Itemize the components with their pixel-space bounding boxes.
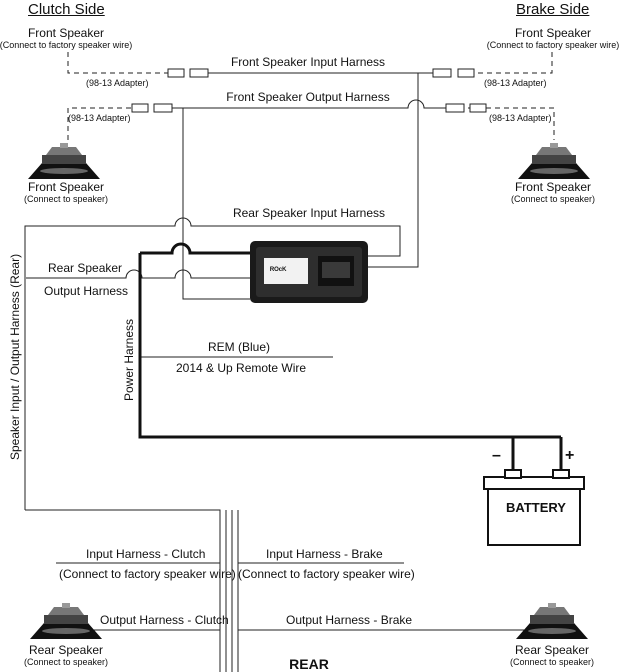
rear-output-harness-label-2: Output Harness	[44, 284, 129, 298]
front-left-speaker-title: Front Speaker	[27, 180, 105, 194]
adapter-left-bottom-b	[153, 103, 173, 113]
rem-label: REM (Blue)	[208, 340, 271, 354]
rear-vertical-harness-label: Speaker Input / Output Harness (Rear)	[8, 253, 22, 460]
brake-side-header: Brake Side	[516, 1, 590, 18]
rear-input-clutch-note: (Connect to factory speaker wire)	[59, 567, 236, 581]
rear-trunk-line-1	[25, 509, 221, 672]
adapter-right-bottom-b	[469, 103, 487, 113]
front-left-input-note: (Connect to factory speaker wire)	[0, 40, 133, 50]
front-right-speaker-title: Front Speaker	[514, 180, 592, 194]
front-input-harness-label: Front Speaker Input Harness	[230, 55, 386, 69]
battery-graphic	[483, 469, 585, 546]
front-left-input-dashed	[67, 52, 168, 74]
adapter-left-top-a	[167, 68, 185, 78]
adapter-right-top-a	[432, 68, 452, 78]
amplifier	[250, 241, 368, 303]
rear-output-harness-line	[26, 269, 250, 279]
rear-header: REAR	[289, 656, 329, 672]
rear-output-brake-label: Output Harness - Brake	[286, 613, 413, 627]
rear-right-speaker-title: Rear Speaker	[514, 643, 590, 657]
front-left-output-dashed	[67, 107, 132, 140]
rear-output-harness-label-1: Rear Speaker	[48, 261, 123, 275]
rear-left-speaker-note: (Connect to speaker)	[23, 657, 109, 667]
rear-input-harness-label: Rear Speaker Input Harness	[232, 206, 386, 220]
front-right-input-title: Front Speaker	[514, 26, 592, 40]
front-input-to-amp	[368, 73, 419, 268]
battery-positive: +	[565, 447, 575, 464]
front-left-adapter-bottom: (98-13 Adapter)	[68, 113, 131, 123]
front-right-speaker-icon	[518, 143, 590, 179]
remote-wire-label: 2014 & Up Remote Wire	[176, 361, 307, 375]
front-left-speaker-icon	[28, 143, 100, 179]
front-right-input-note: (Connect to factory speaker wire)	[486, 40, 620, 50]
amplifier-logo: ᴿᴼᶜᴷ	[270, 265, 287, 275]
rear-input-brake-label: Input Harness - Brake	[266, 547, 383, 561]
front-left-speaker-note: (Connect to speaker)	[23, 194, 109, 204]
rear-left-speaker-icon	[30, 603, 102, 639]
power-harness-label: Power Harness	[122, 318, 136, 401]
adapter-left-top-b	[189, 68, 209, 78]
rear-input-clutch-label: Input Harness - Clutch	[86, 547, 206, 561]
front-left-adapter-top: (98-13 Adapter)	[86, 78, 149, 88]
rear-input-harness-line	[24, 217, 401, 510]
power-harness-top	[140, 242, 250, 255]
power-harness-negative	[138, 253, 515, 475]
rear-right-speaker-note: (Connect to speaker)	[509, 657, 595, 667]
front-right-adapter-top: (98-13 Adapter)	[484, 78, 547, 88]
front-output-to-amp	[182, 108, 250, 300]
battery-negative: –	[492, 447, 501, 464]
front-right-adapter-bottom: (98-13 Adapter)	[489, 113, 552, 123]
adapter-right-bottom-a	[445, 103, 465, 113]
front-right-input-dashed	[460, 52, 553, 74]
front-output-harness-line	[172, 99, 446, 109]
front-left-input-title: Front Speaker	[27, 26, 105, 40]
rear-output-clutch-label: Output Harness - Clutch	[100, 613, 229, 627]
clutch-side-header: Clutch Side	[28, 1, 105, 18]
battery-label: BATTERY	[506, 500, 566, 515]
front-right-output-dashed	[468, 107, 555, 140]
adapter-left-bottom-a	[131, 103, 149, 113]
rear-right-speaker-icon	[516, 603, 588, 639]
front-right-speaker-note: (Connect to speaker)	[510, 194, 596, 204]
front-output-harness-label: Front Speaker Output Harness	[226, 90, 390, 104]
rear-input-brake-note: (Connect to factory speaker wire)	[238, 567, 415, 581]
adapter-right-top-b	[457, 68, 475, 78]
rear-left-speaker-title: Rear Speaker	[28, 643, 104, 657]
